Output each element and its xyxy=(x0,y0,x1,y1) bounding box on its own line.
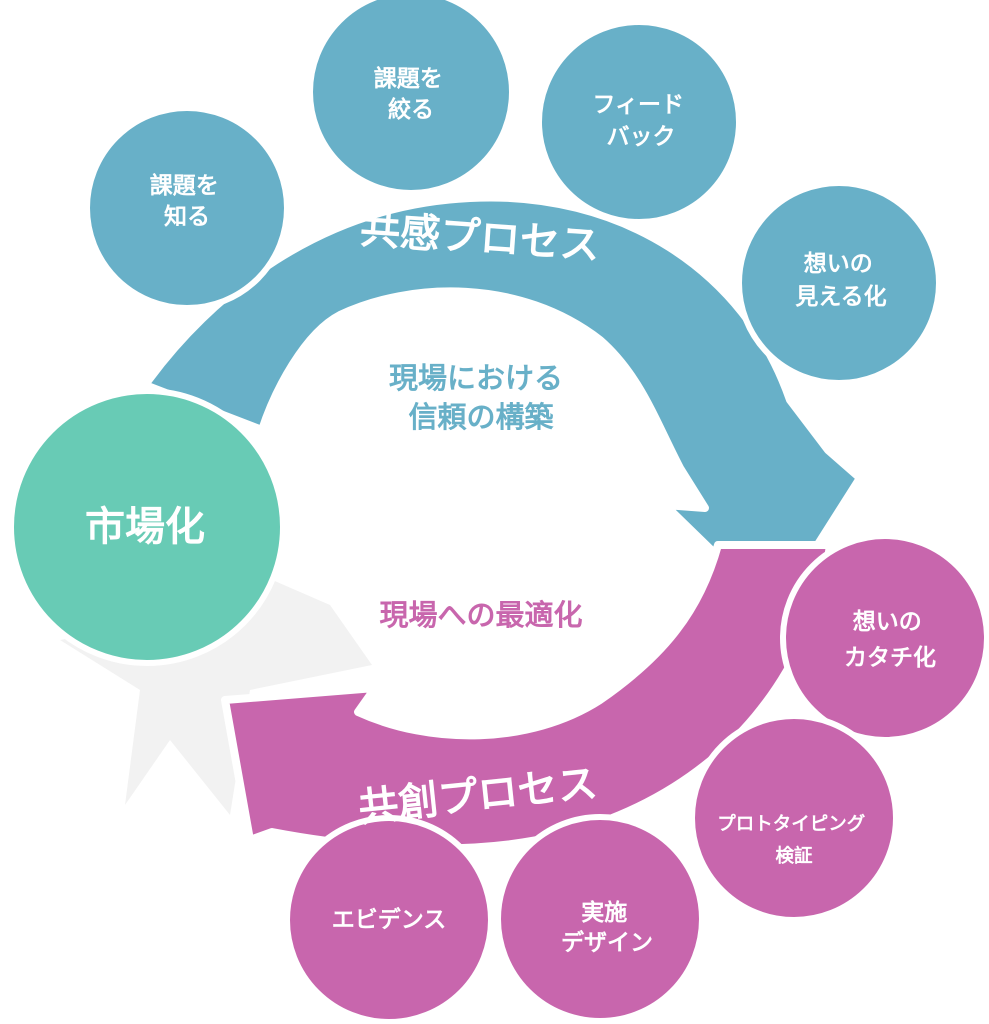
center-top-label: 現場における 信頼の構築 xyxy=(389,361,573,434)
node-shape-thoughts-label: 想いの カタチ化 xyxy=(844,609,936,671)
circle-label-line: プロトタイピング xyxy=(717,813,866,835)
center-top-line: 信頼の構築 xyxy=(408,400,554,434)
node-visualize-thoughts: 想いの 見える化 xyxy=(736,180,942,386)
background-star-shape xyxy=(60,555,372,815)
node-visualize-thoughts-label: 想いの 見える化 xyxy=(795,251,886,310)
center-bottom-label: 現場への最適化 xyxy=(379,598,582,632)
node-prototyping-label: プロトタイピング 検証 xyxy=(717,813,871,867)
circle-label-line: デザイン xyxy=(561,929,653,956)
circle-label-line: バック xyxy=(607,124,676,150)
circle-label-line: フィード xyxy=(592,92,684,118)
node-narrow-issue: 課題を 絞る xyxy=(307,0,515,196)
node-shape-thoughts: 想いの カタチ化 xyxy=(780,533,989,743)
circle-label-line: 課題を xyxy=(374,65,443,92)
market-label: 市場化 xyxy=(85,504,205,550)
node-evidence-label: エビデンス xyxy=(332,906,447,933)
circle-label-line: 想いの xyxy=(853,609,922,635)
circle-label-line: 見える化 xyxy=(795,283,886,310)
node-market: 市場化 xyxy=(8,388,286,666)
circle-label-line: 検証 xyxy=(775,845,813,867)
node-evidence: エビデンス xyxy=(284,815,494,1024)
circle-label-line: 想いの xyxy=(804,251,873,277)
node-implementation-design-label: 実施 デザイン xyxy=(561,899,653,956)
empathy-process-arrow xyxy=(141,193,864,616)
node-feedback-label: フィード バック xyxy=(592,92,689,150)
center-top-line: 現場における xyxy=(389,361,563,395)
node-implementation-design: 実施 デザイン xyxy=(495,814,705,1024)
circle-label-line: 課題を xyxy=(150,172,219,199)
node-narrow-issue-label: 課題を 絞る xyxy=(374,65,449,123)
circle-label-line: カタチ化 xyxy=(844,644,936,671)
circle-label-line: エビデンス xyxy=(332,906,447,933)
circle-label-line: 知る xyxy=(164,203,210,230)
node-know-issue: 課題を 知る xyxy=(84,105,290,311)
node-prototyping: プロトタイピング 検証 xyxy=(689,713,899,923)
node-know-issue-label: 課題を 知る xyxy=(150,172,225,230)
node-feedback: フィード バック xyxy=(536,19,742,225)
circle-label-line: 絞る xyxy=(388,96,434,123)
circle-label-line: 実施 xyxy=(581,899,627,926)
